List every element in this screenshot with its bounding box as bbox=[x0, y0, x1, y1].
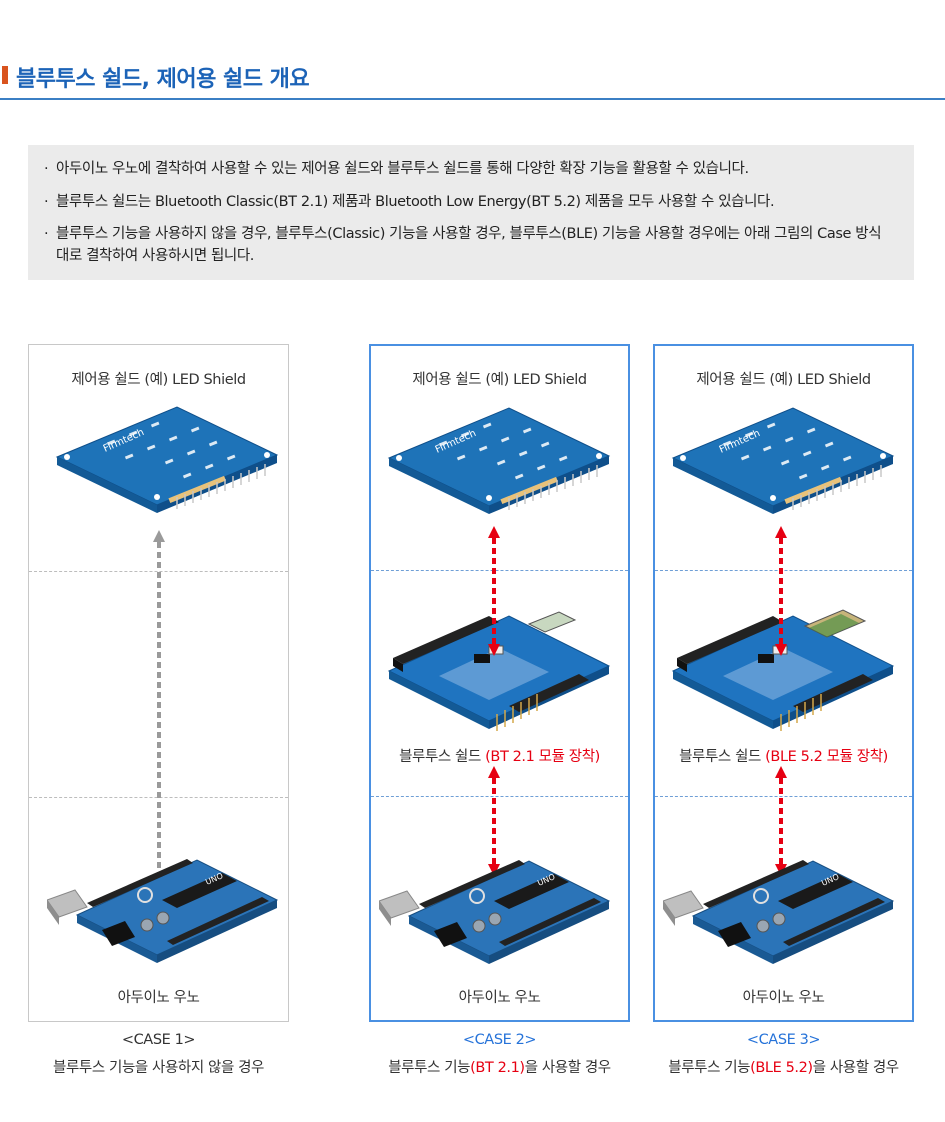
note-item: · 블루투스 기능을 사용하지 않을 경우, 블루투스(Classic) 기능을… bbox=[44, 223, 894, 267]
case-2-title: <CASE 2> bbox=[462, 1032, 537, 1048]
case-2-desc-suffix: 을 사용할 경우 bbox=[524, 1060, 611, 1076]
arduino-uno-image: UNO bbox=[663, 859, 894, 965]
note-text: 블루투스 기능을 사용하지 않을 경우, 블루투스(Classic) 기능을 사… bbox=[56, 226, 882, 264]
ble-shield-image bbox=[672, 609, 894, 732]
section-divider bbox=[655, 796, 912, 797]
bt-shield-label: 블루투스 쉴드 (BT 2.1 모듈 장착) bbox=[371, 745, 628, 766]
case-1-panel: 제어용 쉴드 (예) LED Shield Firmtech UNO 아두이노 … bbox=[28, 344, 289, 1022]
ble-module-highlight: (BLE 5.2 모듈 장착) bbox=[765, 749, 888, 765]
led-shield-image: Firmtech bbox=[56, 406, 278, 514]
case-3-description: 블루투스 기능(BLE 5.2)을 사용할 경우 bbox=[653, 1056, 914, 1077]
case-3-desc-highlight: (BLE 5.2) bbox=[750, 1060, 813, 1076]
case-3-desc-prefix: 블루투스 기능 bbox=[668, 1060, 751, 1076]
bt-shield-image bbox=[388, 611, 610, 732]
case-3-title: <CASE 3> bbox=[746, 1032, 821, 1048]
note-bullet: · bbox=[44, 161, 49, 177]
arduino-uno-label: 아두이노 우노 bbox=[742, 990, 825, 1006]
ble-shield-label: 블루투스 쉴드 (BLE 5.2 모듈 장착) bbox=[655, 745, 912, 766]
case-2-description: 블루투스 기능(BT 2.1)을 사용할 경우 bbox=[369, 1056, 630, 1077]
case-2-panel: 제어용 쉴드 (예) LED Shield Firmtech 블루투스 쉴드 (… bbox=[369, 344, 630, 1022]
arduino-uno-label: 아두이노 우노 bbox=[458, 990, 541, 1006]
page-title: 블루투스 쉴드, 제어용 쉴드 개요 bbox=[16, 67, 310, 92]
connection-arrow bbox=[153, 530, 165, 900]
led-shield-label: 제어용 쉴드 (예) LED Shield bbox=[412, 372, 587, 388]
note-item: · 아두이노 우노에 결착하여 사용할 수 있는 제어용 쉴드와 블루투스 쉴드… bbox=[44, 158, 894, 180]
case-3-panel: 제어용 쉴드 (예) LED Shield Firmtech 블루투스 쉴드 (… bbox=[653, 344, 914, 1022]
led-shield-image: Firmtech bbox=[388, 407, 610, 515]
note-text: 아두이노 우노에 결착하여 사용할 수 있는 제어용 쉴드와 블루투스 쉴드를 … bbox=[56, 161, 749, 177]
case-1-title: <CASE 1> bbox=[121, 1032, 196, 1048]
note-bullet: · bbox=[44, 194, 49, 210]
bt-shield-label-prefix: 블루투스 쉴드 bbox=[399, 749, 486, 765]
connection-arrow-up bbox=[775, 526, 787, 656]
section-divider bbox=[371, 796, 628, 797]
arduino-uno-image: UNO bbox=[379, 859, 610, 965]
led-shield-label: 제어용 쉴드 (예) LED Shield bbox=[696, 372, 871, 388]
section-divider bbox=[29, 571, 288, 572]
section-header: 블루투스 쉴드, 제어용 쉴드 개요 bbox=[0, 58, 945, 100]
notes-box: · 아두이노 우노에 결착하여 사용할 수 있는 제어용 쉴드와 블루투스 쉴드… bbox=[28, 145, 914, 280]
case-3-desc-suffix: 을 사용할 경우 bbox=[812, 1060, 899, 1076]
led-shield-label: 제어용 쉴드 (예) LED Shield bbox=[71, 372, 246, 388]
note-text: 블루투스 쉴드는 Bluetooth Classic(BT 2.1) 제품과 B… bbox=[56, 194, 775, 210]
note-bullet: · bbox=[44, 226, 49, 242]
ble-shield-label-prefix: 블루투스 쉴드 bbox=[679, 749, 766, 765]
case-2-desc-highlight: (BT 2.1) bbox=[470, 1060, 525, 1076]
case-2-desc-prefix: 블루투스 기능 bbox=[388, 1060, 471, 1076]
section-divider bbox=[655, 570, 912, 571]
section-divider bbox=[371, 570, 628, 571]
title-accent-mark bbox=[2, 66, 8, 84]
connection-arrow-up bbox=[488, 526, 500, 656]
arduino-uno-image: UNO bbox=[47, 858, 278, 964]
note-item: · 블루투스 쉴드는 Bluetooth Classic(BT 2.1) 제품과… bbox=[44, 191, 894, 213]
bt-module-highlight: (BT 2.1 모듈 장착) bbox=[485, 749, 600, 765]
connection-arrow-down bbox=[488, 766, 500, 876]
arduino-uno-label: 아두이노 우노 bbox=[117, 990, 200, 1006]
case-1-description: 블루투스 기능을 사용하지 않을 경우 bbox=[53, 1060, 264, 1076]
led-shield-image: Firmtech bbox=[672, 407, 894, 515]
